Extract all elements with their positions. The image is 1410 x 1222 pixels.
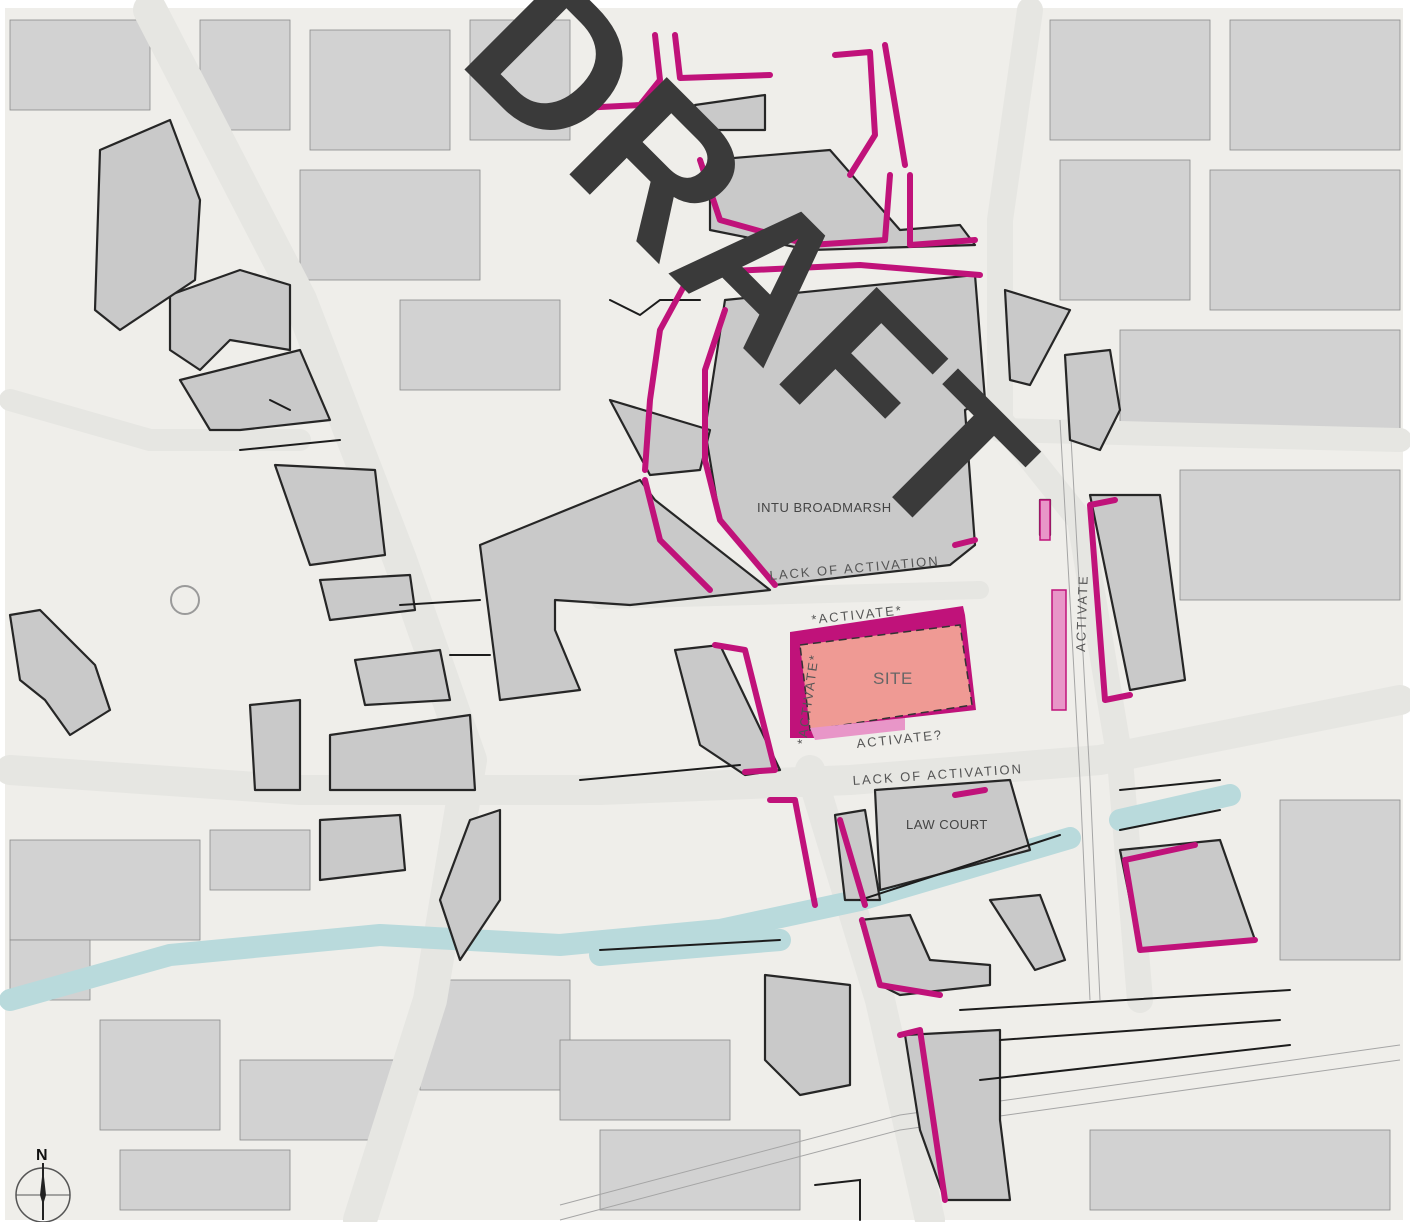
north-label: N	[36, 1147, 48, 1164]
activate-right-label: ACTIVATE	[1073, 574, 1091, 652]
key-buildings	[8, 93, 1257, 1202]
site-bottom-edge	[810, 718, 905, 740]
law-court-label: LAW COURT	[906, 817, 988, 832]
park-feature	[170, 585, 200, 615]
active-frontages	[537, 32, 1258, 1203]
context-blocks	[9, 19, 1401, 1211]
intu-broadmarsh-label: INTU BROADMARSH	[757, 500, 892, 515]
intu-broadmarsh-building	[703, 273, 987, 587]
site-area	[790, 606, 976, 740]
site-label: SITE	[873, 669, 913, 688]
north-arrow-icon: N	[15, 1147, 71, 1222]
site-polygon	[799, 624, 973, 731]
edge-lines	[239, 299, 1291, 1221]
railway	[559, 419, 1401, 1221]
